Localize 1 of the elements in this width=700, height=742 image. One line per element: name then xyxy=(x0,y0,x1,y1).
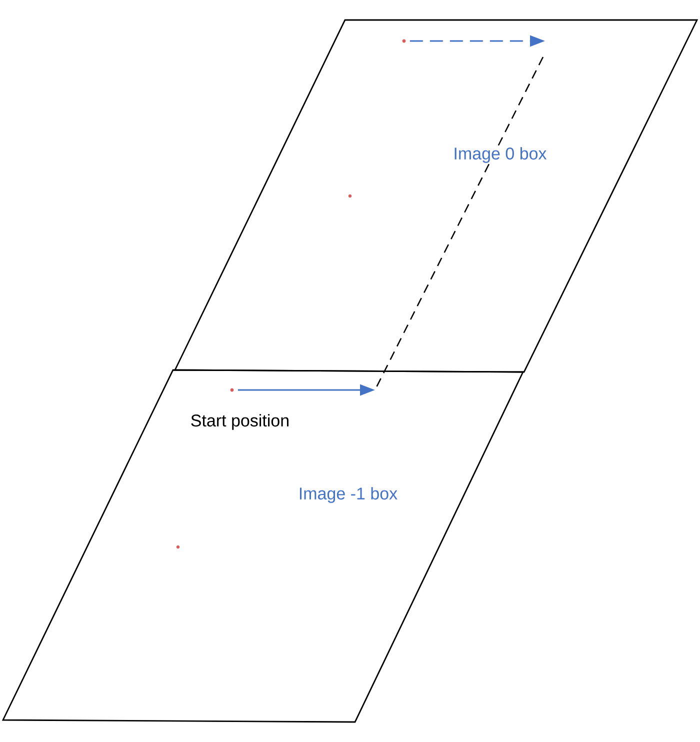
caption-text: Start position xyxy=(191,414,288,430)
